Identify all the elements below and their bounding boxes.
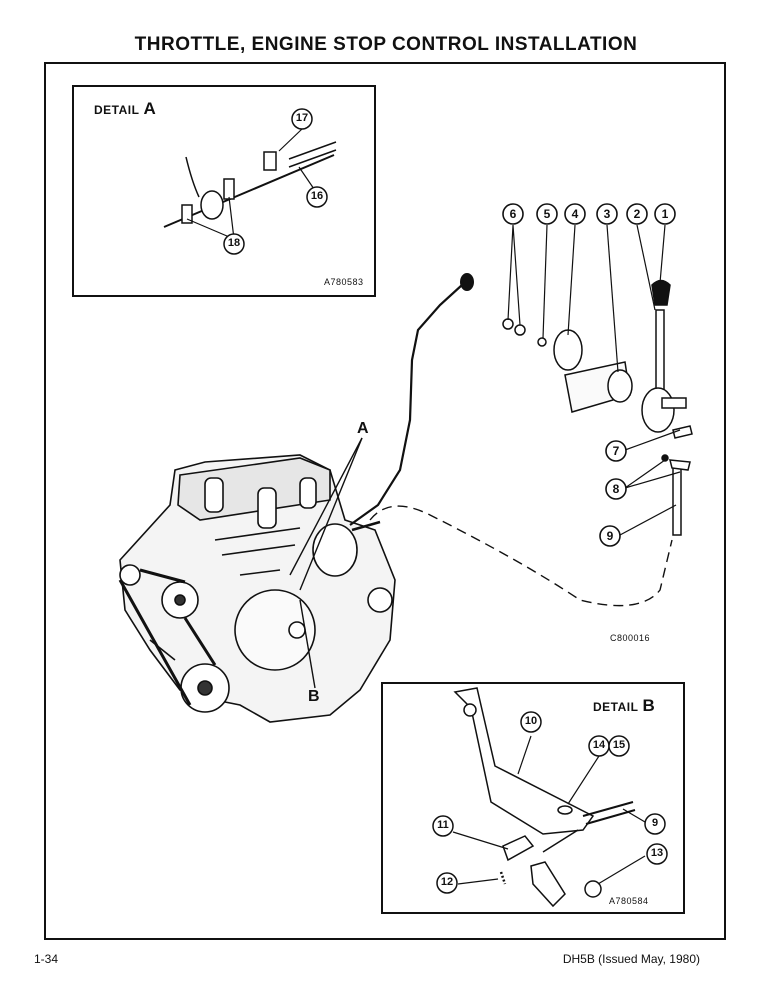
detail-a-code: A780583 — [324, 277, 364, 287]
callout-9: 9 — [606, 529, 614, 543]
callout-7: 7 — [612, 444, 620, 458]
nut-6b — [502, 318, 514, 330]
stop-cable-route — [369, 505, 673, 607]
detail-b-callout-15: 15 — [612, 739, 626, 751]
washer-3 — [607, 369, 633, 403]
detail-b-code: A780584 — [609, 896, 649, 906]
detail-b-callout-10: 10 — [524, 715, 538, 727]
callout-6: 6 — [509, 207, 517, 221]
callout-4: 4 — [571, 207, 579, 221]
callout-3: 3 — [603, 207, 611, 221]
main-drawing-code: C800016 — [610, 633, 651, 643]
view-marker-b: B — [308, 688, 320, 705]
detail-b-callout-11: 11 — [437, 819, 449, 831]
callout-2: 2 — [633, 207, 641, 221]
page-number: 1-34 — [34, 952, 59, 966]
detail-a-callout-18: 18 — [227, 237, 241, 249]
publication-info: DH5B (Issued May, 1980) — [562, 952, 700, 966]
oil-filter — [312, 523, 358, 577]
callout-1: 1 — [661, 207, 669, 221]
knob-part — [651, 279, 671, 306]
threaded-rod-9 — [672, 464, 682, 536]
detail-a-drawing — [163, 108, 337, 255]
detail-b-drawing — [432, 687, 668, 908]
detail-b-callout-9: 9 — [651, 817, 659, 829]
detail-b-callout-13: 13 — [650, 847, 664, 859]
detail-b-callout-14: 14 — [592, 739, 606, 751]
callout-8: 8 — [612, 482, 620, 496]
detail-a-word: DETAIL — [94, 103, 140, 117]
nut-6a — [514, 324, 526, 336]
throttle-cable — [349, 284, 463, 526]
drive-belt — [118, 568, 217, 706]
detail-b-word: DETAIL — [593, 700, 639, 714]
detail-a-callout-16: 16 — [310, 190, 324, 202]
cable-knob — [460, 273, 474, 291]
illustration-frame — [44, 62, 726, 940]
detail-a-letter: A — [143, 99, 157, 118]
callout-5: 5 — [543, 207, 551, 221]
bracket — [453, 687, 595, 835]
control-plate — [641, 387, 675, 433]
washer-5 — [537, 337, 547, 347]
disc-4 — [553, 329, 583, 371]
bolt-7 — [672, 425, 693, 439]
detail-a-callout-17: 17 — [295, 112, 309, 124]
page-title: THROTTLE, ENGINE STOP CONTROL INSTALLATI… — [134, 34, 638, 55]
detail-b-letter: B — [642, 696, 656, 715]
detail-b-callout-12: 12 — [440, 876, 454, 888]
view-marker-a: A — [357, 420, 369, 437]
